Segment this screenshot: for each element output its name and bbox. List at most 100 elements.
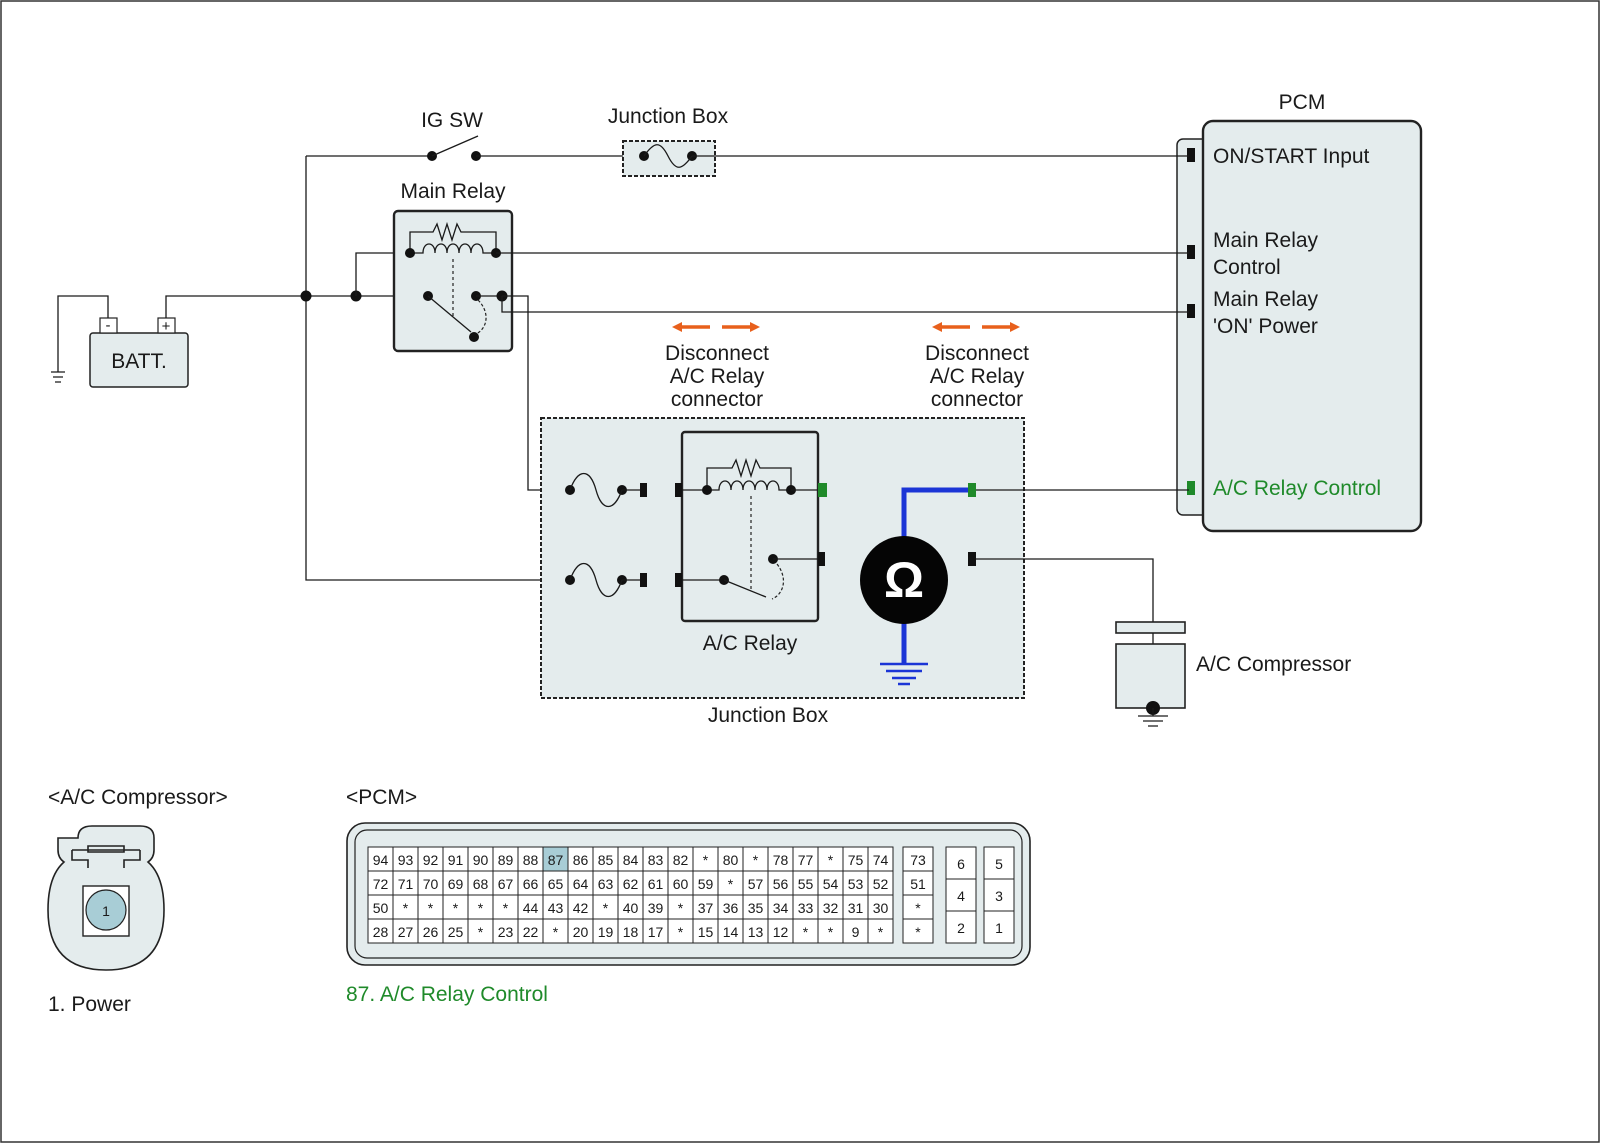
pcm-pin-67: 67 [498, 876, 514, 892]
pcm-pin-23-cell [492, 918, 519, 944]
pcm-pin-51: 51 [910, 876, 926, 892]
ac-compressor: A/C Compressor [1115, 621, 1351, 727]
pcm-pin-51-cell [902, 870, 934, 896]
pcm-pin-61: 61 [648, 876, 664, 892]
pcm-pin-63-cell [592, 870, 619, 896]
pcm-pin-63: 63 [598, 876, 614, 892]
battery-label: BATT. [111, 350, 167, 373]
pcm-main-relay-on-label-2: 'ON' Power [1213, 315, 1318, 338]
pcm-connector-caption: 87. A/C Relay Control [346, 983, 548, 1006]
pcm-pin-78-cell [767, 846, 794, 872]
pcm-pin-14: 14 [723, 924, 739, 940]
disconnect-left-line-2: A/C Relay [670, 365, 765, 388]
pcm-module: PCM ON/START Input Main Relay Control Ma… [1176, 91, 1423, 533]
pcm-pin-88: 88 [523, 852, 539, 868]
pcm-pin-blank-cell [867, 918, 894, 944]
pcm-pin-39: 39 [648, 900, 664, 916]
pcm-pin-blank: * [403, 900, 409, 916]
pcm-pin-14-cell [717, 918, 744, 944]
pcm-pin-blank: * [915, 900, 921, 916]
pcm-pin-blank-cell [392, 894, 419, 920]
pcm-pin-9: 9 [852, 924, 860, 940]
pcm-pin-4: 4 [957, 888, 965, 904]
ac-relay-resistor [706, 457, 792, 490]
pcm-pin-90: 90 [473, 852, 489, 868]
pcm-pin-2: 2 [957, 920, 965, 936]
pcm-main-relay-on-label-1: Main Relay [1213, 288, 1319, 311]
pcm-pin-89: 89 [498, 852, 514, 868]
pcm-pin-blank-cell [817, 918, 844, 944]
pcm-pin-37-cell [692, 894, 719, 920]
pcm-pin-2-cell [945, 910, 977, 944]
pcm-pin-34: 34 [773, 900, 789, 916]
main-relay-box [392, 209, 514, 353]
pcm-pin-blank: * [753, 852, 759, 868]
pcm-pin-30: 30 [873, 900, 889, 916]
battery-minus-sign: - [106, 317, 111, 334]
pcm-pin-65: 65 [548, 876, 564, 892]
pcm-pin-31: 31 [848, 900, 864, 916]
main-relay-on-power-wire [501, 296, 1189, 313]
pcm-pin-blank: * [678, 924, 684, 940]
ac-compressor-label: A/C Compressor [1196, 653, 1351, 676]
jb-fuse1-element [569, 472, 623, 508]
pcm-pin-32: 32 [823, 900, 839, 916]
ac-relay-pin-switch-in [675, 573, 682, 587]
pcm-pin-52-cell [867, 870, 894, 896]
pcm-pin-53-cell [842, 870, 869, 896]
main-relay-switch-blade [427, 295, 472, 333]
pcm-main-relay-control-label-1: Main Relay [1213, 229, 1319, 252]
pcm-pin-85: 85 [598, 852, 614, 868]
disconnect-right-line-2: A/C Relay [930, 365, 1025, 388]
pcm-pin-86: 86 [573, 852, 589, 868]
pcm-pin-40: 40 [623, 900, 639, 916]
main-relay-coil [410, 243, 496, 254]
ac-relay-pin-coil-in [675, 483, 682, 497]
pcm-pin-blank-cell [717, 870, 744, 896]
pcm-pin-70: 70 [423, 876, 439, 892]
pcm-pin-blank-cell [592, 894, 619, 920]
pcm-pin-83: 83 [648, 852, 664, 868]
ohmmeter-body [860, 536, 948, 624]
pcm-pin-33: 33 [798, 900, 814, 916]
ohm-icon: Ω [884, 552, 924, 608]
pcm-pin-44: 44 [523, 900, 539, 916]
pcm-pin-80: 80 [723, 852, 739, 868]
pcm-pin-blank: * [728, 876, 734, 892]
pcm-pin-35-cell [742, 894, 769, 920]
main-relay-label: Main Relay [400, 180, 506, 203]
disconnect-indicator-right: Disconnect A/C Relay connector [925, 322, 1029, 411]
pcm-label: PCM [1279, 91, 1326, 114]
pcm-pin-66: 66 [523, 876, 539, 892]
disconnect-indicator-left: Disconnect A/C Relay connector [665, 322, 769, 411]
pcm-pin-56: 56 [773, 876, 789, 892]
pcm-main-relay-control-label-2: Control [1213, 256, 1281, 279]
pcm-pin-44-cell [517, 894, 544, 920]
jb-fuse1-connector [640, 483, 647, 497]
main-relay-coil-terminal-a [405, 248, 415, 258]
pcm-pin-36-cell [717, 894, 744, 920]
pcm-pin-blank-cell [467, 918, 494, 944]
pcm-pin-27: 27 [398, 924, 414, 940]
pcm-pin-19: 19 [598, 924, 614, 940]
top-fuse-element [643, 144, 693, 168]
pcm-pin-74-cell [867, 846, 894, 872]
pcm-pin-36: 36 [723, 900, 739, 916]
ac-relay-switch-arc [771, 563, 785, 600]
pcm-pin-13-cell [742, 918, 769, 944]
pcm-pin-77: 77 [798, 852, 814, 868]
ig-switch: IG SW [421, 109, 483, 161]
pcm-pin-15: 15 [698, 924, 714, 940]
pcm-pin-60-cell [667, 870, 694, 896]
pcm-pin-blank: * [478, 900, 484, 916]
ac-relay-switch-blade [723, 579, 767, 598]
pcm-pin-72: 72 [373, 876, 389, 892]
pcm-pin-12: 12 [773, 924, 789, 940]
pcm-pin-71: 71 [398, 876, 414, 892]
pcm-pin-blank-cell [667, 918, 694, 944]
pcm-pin-59: 59 [698, 876, 714, 892]
jb-fuse2-connector [640, 573, 647, 587]
ac-compressor-connector: <A/C Compressor> 1 1. Power [47, 786, 228, 1016]
pcm-pin-50-cell [367, 894, 394, 920]
pcm-pin-3: 3 [995, 888, 1003, 904]
